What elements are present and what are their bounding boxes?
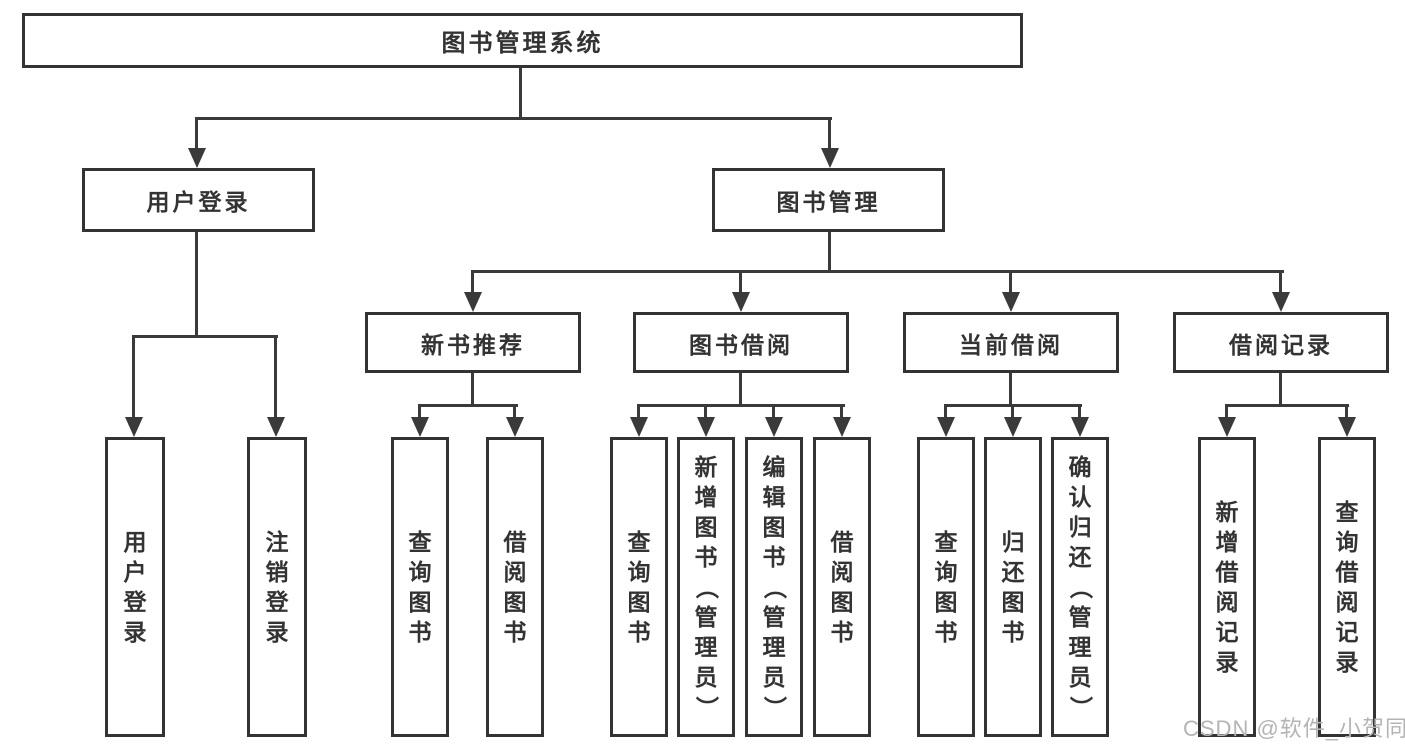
node-label: 新书推荐 [421, 331, 525, 358]
node-leaf-return-books: 归还图书 [984, 437, 1042, 737]
node-label: 查询图书 [627, 528, 651, 645]
arrow-down-icon [1279, 270, 1282, 292]
connector-vline [1009, 373, 1012, 407]
node-leaf-borrow-books-a: 借阅图书 [486, 437, 544, 737]
node-label: 编辑图书（管理员） [761, 453, 788, 719]
node-leaf-add-borrow-record: 新增借阅记录 [1198, 437, 1256, 737]
node-leaf-confirm-return-admin: 确认归还（管理员） [1051, 437, 1109, 737]
arrow-down-icon [513, 404, 516, 417]
node-leaf-query-books-c: 查询图书 [917, 437, 975, 737]
connector-vline [195, 232, 198, 338]
connector-hline [132, 335, 278, 338]
node-label: 新增图书（管理员） [693, 453, 720, 719]
node-book-management: 图书管理 [712, 168, 945, 232]
arrow-down-icon [828, 117, 831, 148]
node-label: 图书管理系统 [441, 30, 604, 57]
arrow-down-icon [132, 335, 135, 417]
node-label: 归还图书 [1001, 528, 1025, 645]
arrow-down-icon [195, 117, 198, 148]
node-leaf-borrow-books-b: 借阅图书 [813, 437, 871, 737]
arrow-down-icon [772, 404, 775, 417]
connector-vline [739, 373, 742, 407]
arrow-down-icon [1345, 404, 1348, 417]
node-leaf-query-borrow-record: 查询借阅记录 [1318, 437, 1376, 737]
node-library-system: 图书管理系统 [22, 13, 1023, 68]
arrow-down-icon [1011, 404, 1014, 417]
node-label: 图书借阅 [689, 331, 793, 358]
node-label: 新增借阅记录 [1215, 498, 1239, 675]
node-label: 查询图书 [934, 528, 958, 645]
connector-vline [471, 373, 474, 407]
node-leaf-user-login: 用户登录 [105, 437, 165, 737]
node-label: 图书管理 [776, 189, 881, 215]
connector-hline [637, 404, 845, 407]
node-label: 用户登录 [146, 189, 251, 215]
node-label: 借阅图书 [503, 528, 527, 645]
arrow-down-icon [1225, 404, 1228, 417]
node-current-borrowing: 当前借阅 [903, 312, 1119, 373]
node-leaf-logout: 注销登录 [247, 437, 307, 737]
connector-hline [195, 117, 832, 120]
arrow-down-icon [1009, 270, 1012, 292]
node-label: 查询图书 [408, 528, 432, 645]
connector-hline [1225, 404, 1349, 407]
node-new-book-recommend: 新书推荐 [365, 312, 581, 373]
node-label: 借阅图书 [830, 528, 854, 645]
arrow-down-icon [1078, 404, 1081, 417]
node-leaf-edit-books-admin: 编辑图书（管理员） [745, 437, 803, 737]
connector-vline [519, 68, 522, 120]
node-leaf-query-books-b: 查询图书 [610, 437, 668, 737]
node-label: 确认归还（管理员） [1067, 453, 1094, 719]
csdn-watermark: CSDN @软件_小贺同学 [1183, 716, 1405, 741]
node-label: 查询借阅记录 [1335, 498, 1359, 675]
node-borrowing-records: 借阅记录 [1173, 312, 1389, 373]
arrow-down-icon [418, 404, 421, 417]
arrow-down-icon [840, 404, 843, 417]
node-user-login: 用户登录 [82, 168, 315, 232]
connector-hline [418, 404, 518, 407]
arrow-down-icon [704, 404, 707, 417]
arrow-down-icon [274, 335, 277, 417]
connector-hline [471, 270, 1284, 273]
node-leaf-query-books-a: 查询图书 [391, 437, 449, 737]
connector-vline [828, 232, 831, 273]
arrow-down-icon [637, 404, 640, 417]
arrow-down-icon [944, 404, 947, 417]
arrow-down-icon [471, 270, 474, 292]
node-book-borrowing: 图书借阅 [633, 312, 849, 373]
node-leaf-add-books-admin: 新增图书（管理员） [677, 437, 735, 737]
node-label: 用户登录 [123, 528, 147, 645]
connector-vline [1279, 373, 1282, 407]
node-label: 注销登录 [265, 528, 289, 645]
node-label: 借阅记录 [1229, 331, 1333, 358]
arrow-down-icon [739, 270, 742, 292]
node-label: 当前借阅 [959, 331, 1063, 358]
